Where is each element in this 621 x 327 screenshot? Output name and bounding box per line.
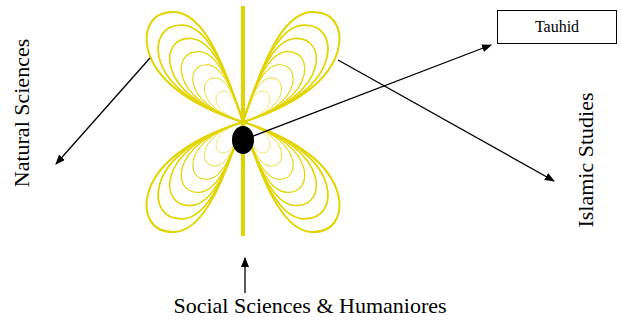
box-label: Tauhid (535, 18, 579, 36)
field-label: Islamic Studies (575, 92, 597, 227)
field-label: Social Sciences & Humaniores (173, 295, 446, 317)
concept-box: Tauhid (497, 10, 617, 44)
field-label: Natural Sciences (11, 39, 33, 187)
